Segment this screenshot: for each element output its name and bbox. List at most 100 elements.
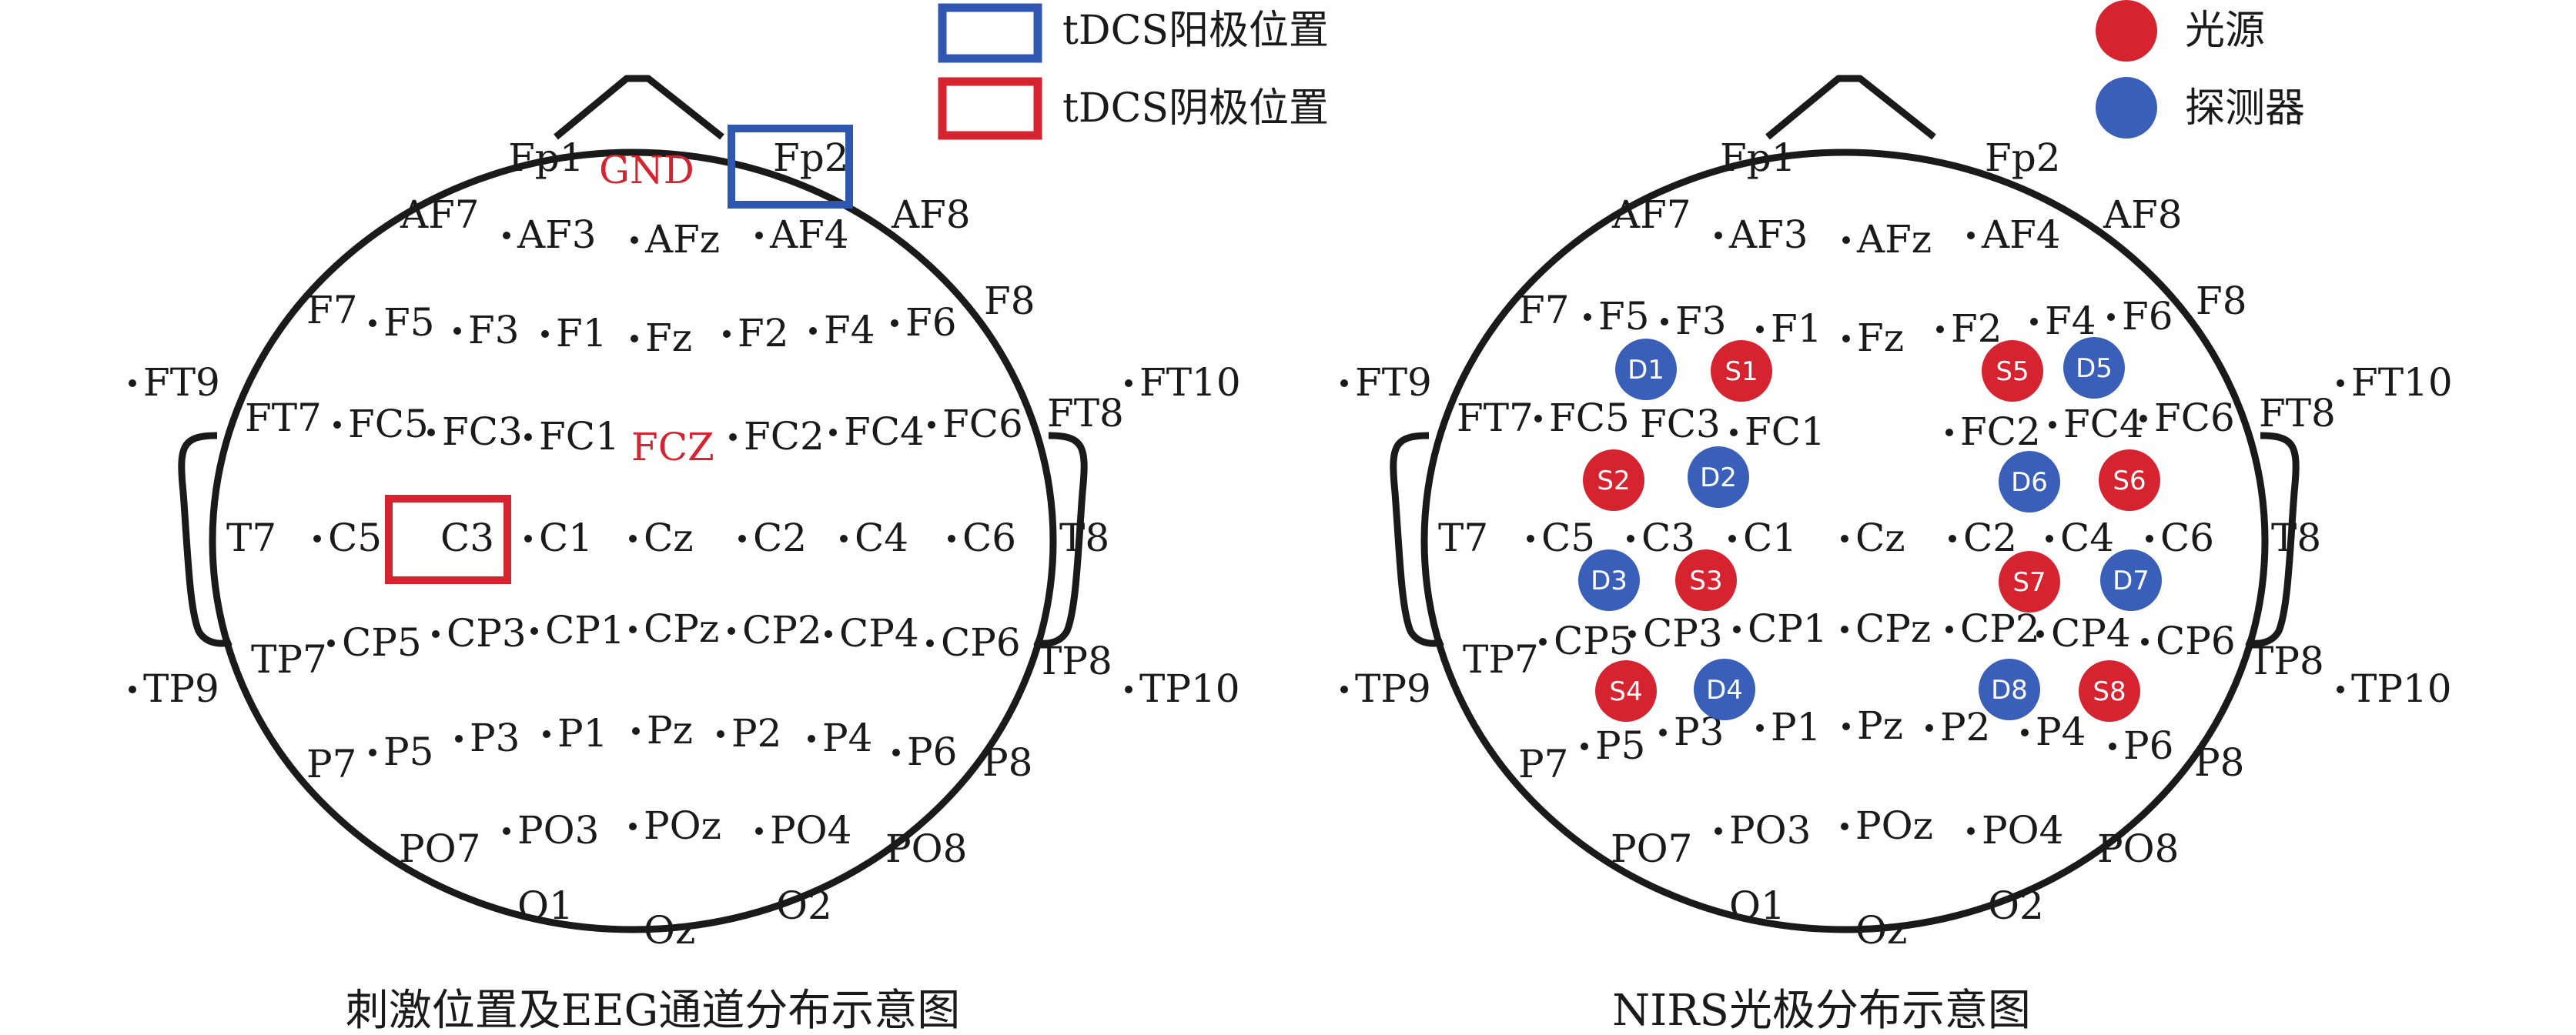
right-electrode-p1: P1	[1771, 705, 1821, 750]
left-electrode-tp8: TP8	[1036, 639, 1112, 683]
right-dot-fc5	[1534, 415, 1542, 422]
right-dot-f4	[2030, 318, 2038, 326]
left-electrode-ft9: FT9	[143, 360, 220, 405]
left-electrode-f8: F8	[984, 279, 1035, 323]
left-electrode-fc3: FC3	[442, 409, 523, 454]
cathode-legend-label: tDCS阴极位置	[1062, 85, 1329, 132]
left-electrode-c1: C1	[539, 516, 593, 560]
right-electrode-po8: PO8	[2097, 826, 2179, 871]
left-electrode-f1: F1	[556, 311, 607, 356]
right-electrode-fp2: Fp2	[1985, 135, 2061, 180]
left-dot-c1	[524, 535, 532, 543]
right-electrode-p6: P6	[2123, 723, 2173, 768]
right-electrode-t8: T8	[2271, 516, 2321, 560]
gnd-label: GND	[599, 148, 694, 192]
left-dot-tp9	[129, 686, 136, 693]
right-electrode-p8: P8	[2194, 740, 2244, 785]
cathode-box-c3	[385, 495, 511, 584]
left-electrode-fp1: Fp1	[508, 135, 584, 180]
right-dot-f2	[1936, 326, 1944, 333]
tdcs-legend: tDCS阳极位置 tDCS阴极位置	[938, 3, 1329, 140]
left-dot-ft10	[1125, 379, 1132, 387]
left-dot-f6	[891, 319, 898, 327]
right-electrode-c5: C5	[1541, 516, 1595, 560]
right-dot-ft10	[2337, 379, 2344, 387]
right-electrode-tp10: TP10	[2351, 666, 2452, 711]
left-electrode-cp6: CP6	[941, 620, 1021, 665]
left-dot-p5	[369, 749, 376, 756]
source-optode-s1	[1711, 340, 1772, 402]
right-electrode-p2: P2	[1940, 705, 1990, 750]
left-electrode-c5: C5	[328, 516, 382, 560]
left-head-outline	[209, 149, 1057, 933]
detector-optode-label-d5: D5	[2076, 353, 2113, 384]
left-electrode-f5: F5	[383, 300, 435, 345]
right-electrode-ft9: FT9	[1355, 360, 1432, 405]
left-electrode-cp5: CP5	[342, 620, 422, 665]
left-electrode-ft7: FT7	[245, 396, 322, 440]
right-electrode-o1: O1	[1729, 883, 1785, 928]
left-electrode-af4: AF4	[769, 212, 849, 257]
detector-optode-label-d8: D8	[1991, 675, 2028, 706]
left-electrode-cp3: CP3	[447, 611, 527, 656]
right-dot-p5	[1581, 743, 1588, 750]
left-electrode-t8: T8	[1059, 516, 1109, 560]
detector-optode-d4	[1694, 659, 1755, 720]
right-electrode-fz: Fz	[1857, 316, 1904, 360]
right-electrode-c4: C4	[2060, 516, 2114, 560]
right-electrode-cp3: CP3	[1643, 611, 1723, 656]
left-dot-p6	[892, 749, 900, 756]
right-electrode-ft7: FT7	[1457, 396, 1534, 440]
left-electrode-t7: T7	[226, 516, 276, 560]
left-dot-c4	[840, 535, 848, 543]
left-dot-cp1	[530, 627, 538, 635]
right-dot-p1	[1756, 724, 1764, 732]
detector-optode-d2	[1688, 446, 1749, 508]
left-dot-p3	[455, 735, 463, 743]
left-electrode-f3: F3	[468, 308, 520, 352]
source-optode-s8	[2079, 660, 2140, 722]
detector-optode-d1	[1615, 339, 1677, 400]
left-electrode-c4: C4	[855, 516, 908, 560]
source-optode-label-s6: S6	[2113, 466, 2146, 496]
right-dot-cp6	[2141, 638, 2149, 646]
detector-optode-d5	[2063, 337, 2125, 399]
left-dot-cpz	[629, 626, 637, 633]
right-electrode-cp6: CP6	[2156, 619, 2236, 663]
right-electrode-fc5: FC5	[1549, 396, 1630, 440]
right-ear-left	[1390, 432, 1444, 647]
right-dot-cpz	[1841, 626, 1848, 633]
left-electrode-tp10: TP10	[1139, 666, 1240, 711]
left-electrode-af8: AF8	[891, 192, 971, 237]
anode-box-fp2	[728, 125, 853, 209]
right-dot-fc4	[2049, 421, 2056, 429]
right-electrode-cp1: CP1	[1748, 606, 1828, 651]
left-electrode-p2: P2	[731, 711, 781, 756]
right-dot-cz	[1841, 535, 1848, 543]
right-electrode-t7: T7	[1438, 516, 1488, 560]
left-electrode-tp7: TP7	[251, 637, 327, 682]
source-optode-label-s8: S8	[2093, 676, 2126, 707]
left-dot-fc3	[427, 429, 435, 436]
right-electrode-f7: F7	[1518, 288, 1570, 332]
right-dot-fc2	[1945, 429, 1953, 436]
left-electrode-p3: P3	[470, 716, 520, 760]
detector-optode-d3	[1578, 549, 1640, 611]
source-optode-label-s7: S7	[2012, 567, 2046, 598]
left-dot-f2	[723, 330, 731, 338]
right-dot-tp9	[1340, 686, 1348, 693]
right-electrode-c1: C1	[1743, 516, 1797, 560]
left-dot-fc1	[524, 433, 532, 441]
left-electrode-cpz: CPz	[644, 606, 719, 651]
right-electrode-p7: P7	[1518, 742, 1568, 786]
right-electrode-cz: Cz	[1855, 516, 1905, 560]
source-legend-swatch	[2096, 0, 2157, 62]
right-electrode-tp8: TP8	[2248, 639, 2324, 683]
right-dot-c6	[2146, 535, 2153, 543]
left-dot-po3	[503, 827, 510, 835]
left-electrode-poz: POz	[644, 803, 721, 848]
right-electrode-fc4: FC4	[2063, 402, 2144, 446]
